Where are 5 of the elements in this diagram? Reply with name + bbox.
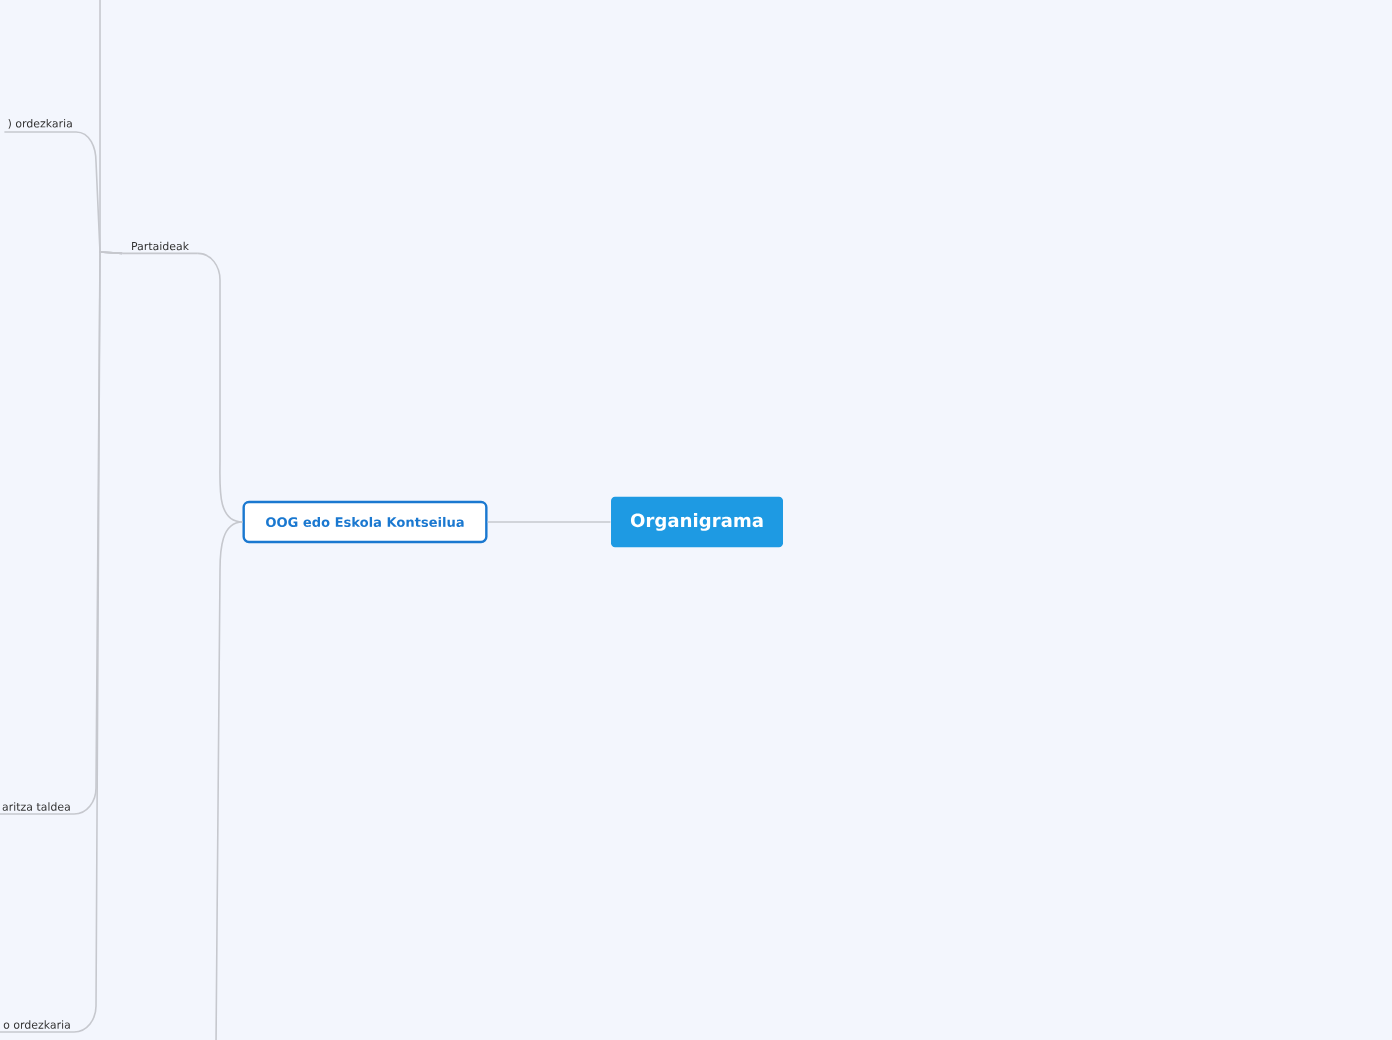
connector-line (486, 521, 612, 523)
connector-line (215, 521, 244, 1040)
connector-line (99, 0, 123, 255)
root-box: Organigrama (611, 496, 783, 548)
connector-line (197, 252, 244, 523)
